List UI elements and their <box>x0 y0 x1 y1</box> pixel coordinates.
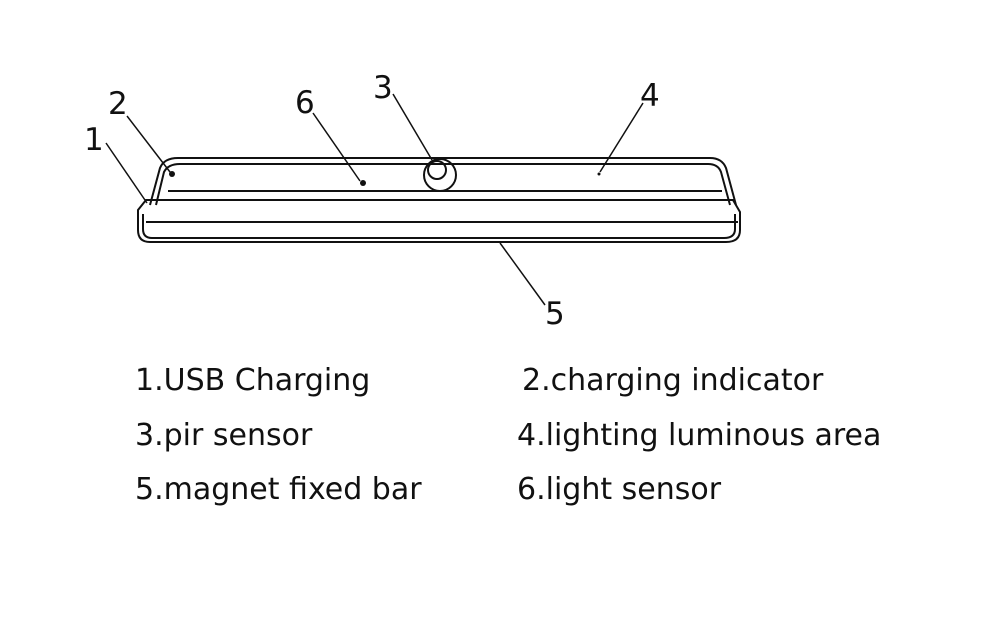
lens-top-inner <box>155 163 731 206</box>
base-inner <box>142 214 736 239</box>
legend-item-usb-charging: 1.USB Charging <box>135 363 371 398</box>
callout-5: 5 <box>545 296 565 332</box>
leader-1 <box>105 142 148 204</box>
pir-sensor-outer <box>423 158 457 192</box>
leader-5 <box>499 242 546 306</box>
legend-item-charging-indicator: 2.charging indicator <box>522 363 824 398</box>
leader-4 <box>599 102 644 173</box>
callout-2: 2 <box>108 86 128 122</box>
pir-sensor-inner <box>427 160 447 180</box>
leader-2 <box>126 115 171 173</box>
leader-3 <box>392 93 433 161</box>
light-sensor-dot <box>360 180 366 186</box>
base-outline <box>137 199 741 243</box>
legend-item-magnet-fixed-bar: 5.magnet fixed bar <box>135 472 422 507</box>
legend-item-light-sensor: 6.light sensor <box>517 472 722 507</box>
leader-6 <box>312 112 361 182</box>
light-bar-body <box>137 157 741 243</box>
leader-lines <box>105 93 644 306</box>
callout-1: 1 <box>84 122 104 158</box>
lens-top-outline <box>149 157 737 206</box>
luminous-area-dot <box>597 172 601 176</box>
callout-3: 3 <box>373 70 393 106</box>
light-bar-diagram: 1 2 3 4 5 6 <box>84 70 741 332</box>
legend-item-lighting-luminous-area: 4.lighting luminous area <box>517 418 882 453</box>
callout-6: 6 <box>295 85 315 121</box>
callout-4: 4 <box>640 78 660 114</box>
charging-indicator-dot <box>169 171 175 177</box>
legend-item-pir-sensor: 3.pir sensor <box>135 418 313 453</box>
